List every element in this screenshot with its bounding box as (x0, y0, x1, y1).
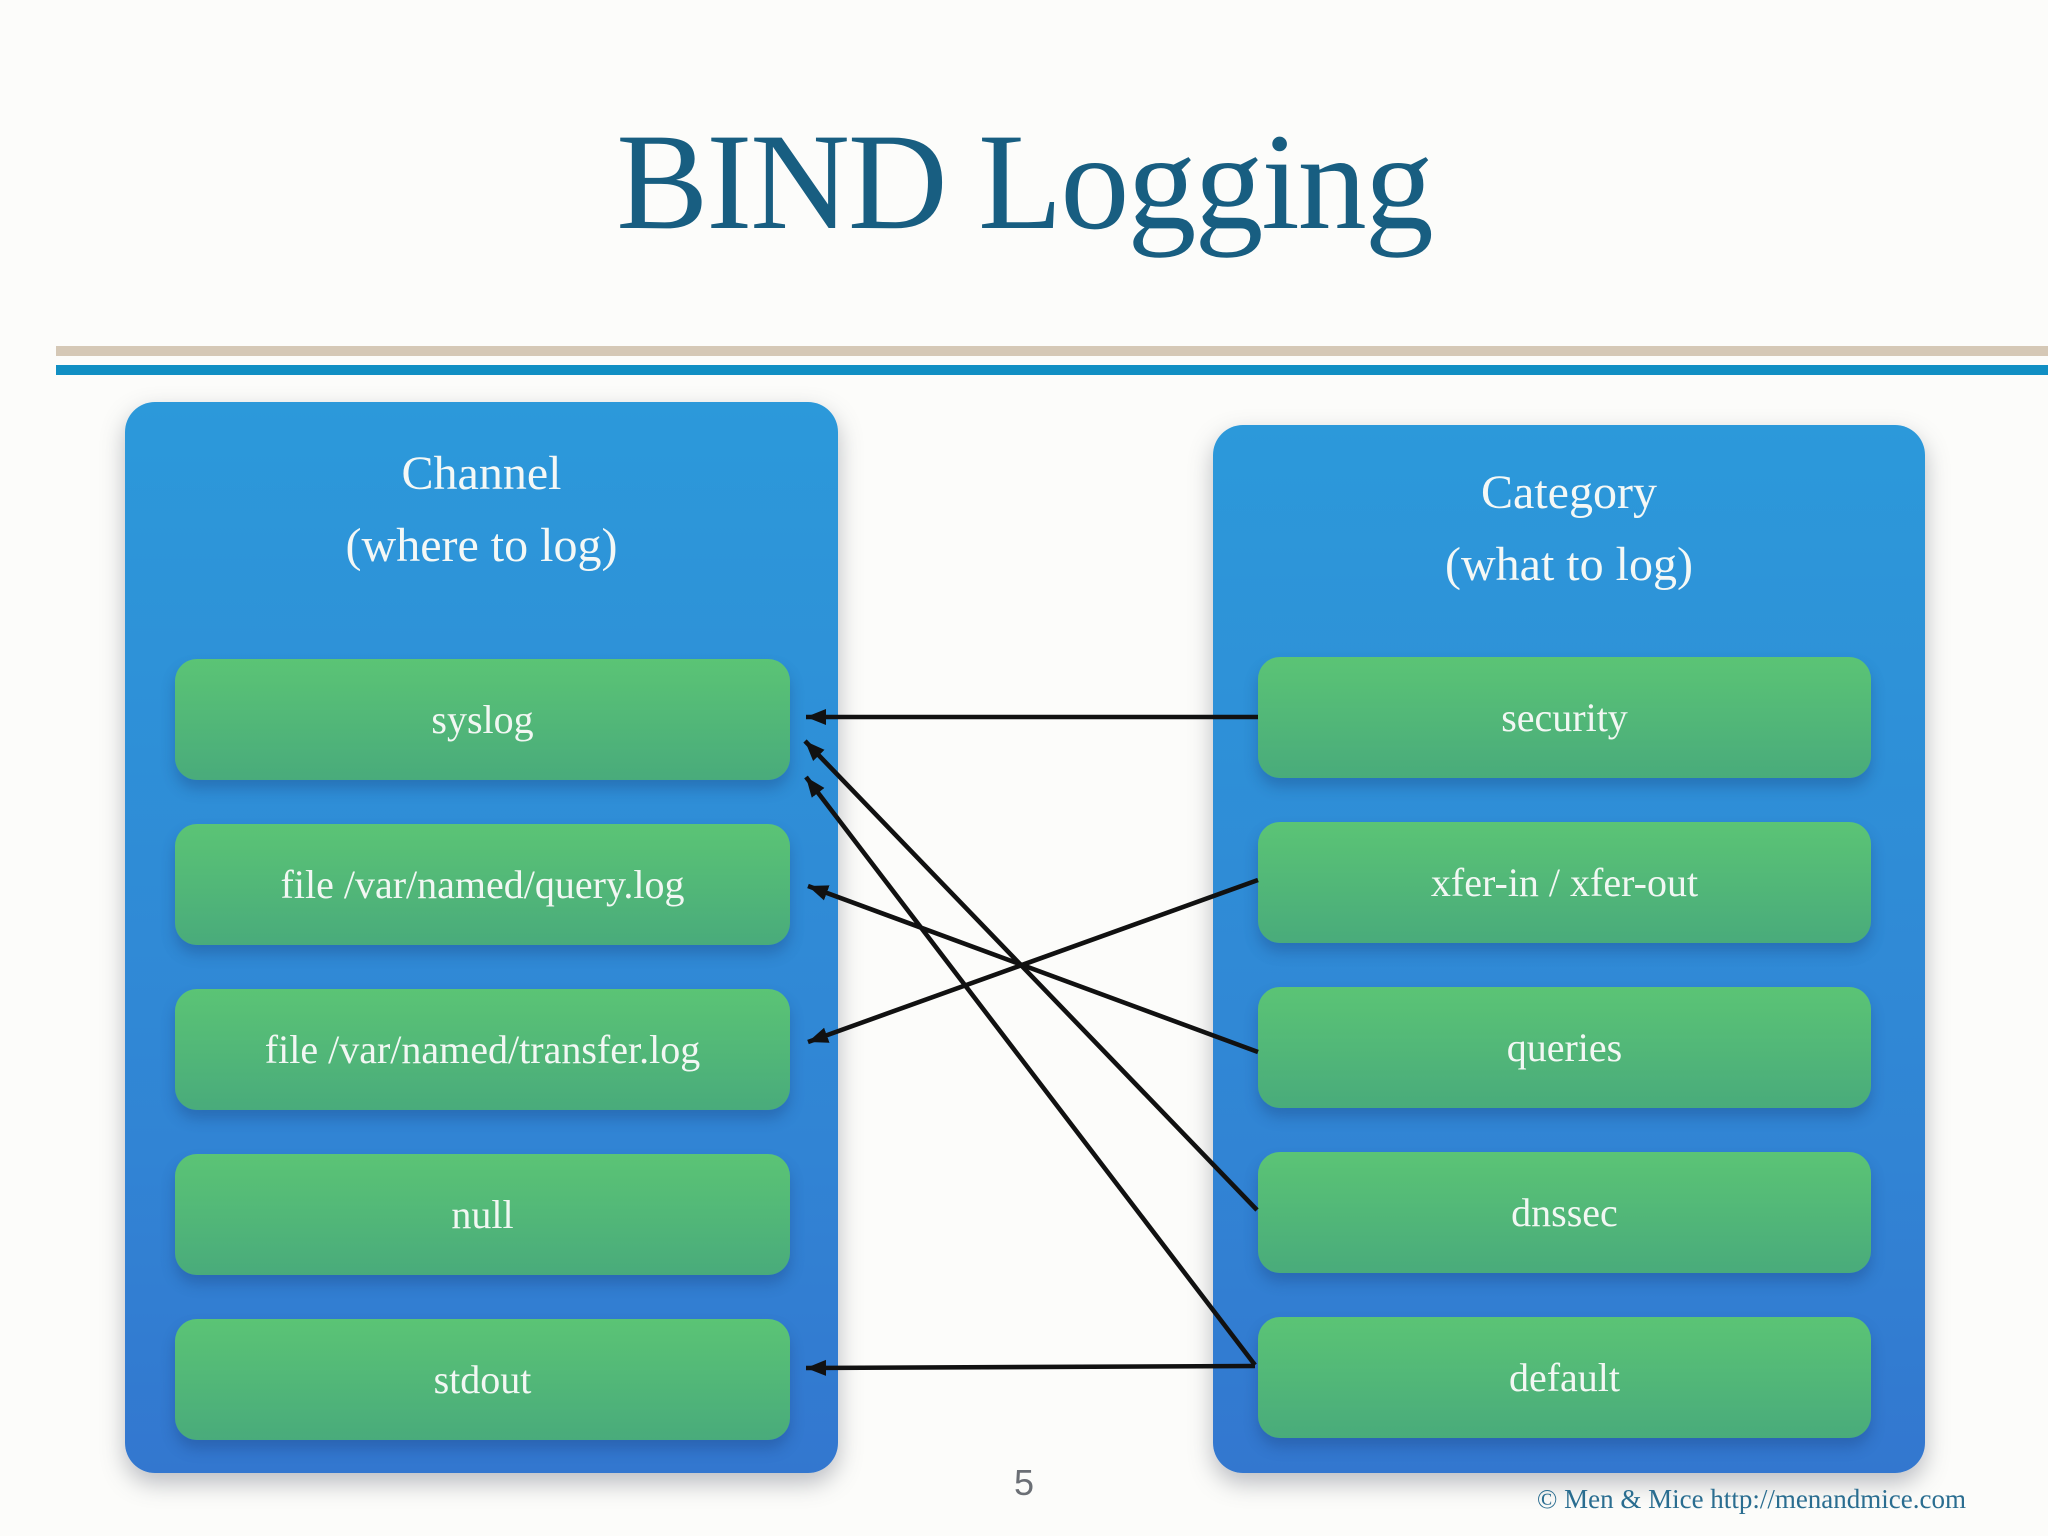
channel-pill-stdout: stdout (175, 1319, 790, 1440)
category-panel: Category (what to log) security xfer-in … (1213, 425, 1925, 1473)
separator-rule-tan (56, 346, 2048, 356)
category-panel-title-line2: (what to log) (1445, 538, 1693, 591)
channel-panel: Channel (where to log) syslog file /var/… (125, 402, 838, 1473)
arrow-default-to-syslog (804, 775, 1257, 1367)
channel-pill-query-log: file /var/named/query.log (175, 824, 790, 945)
category-pill-queries: queries (1258, 987, 1871, 1108)
category-pill-security: security (1258, 657, 1871, 778)
slide-title: BIND Logging (616, 105, 1433, 258)
category-pill-xfer: xfer-in / xfer-out (1258, 822, 1871, 943)
page-number: 5 (1013, 1462, 1035, 1503)
category-pill-dnssec: dnssec (1258, 1152, 1871, 1273)
category-panel-title-line1: Category (1481, 466, 1657, 519)
channel-pill-null: null (175, 1154, 790, 1275)
arrow-xfer-in-xfer-out-to-file-var-named-transfer-log (807, 877, 1259, 1045)
footer-copyright: © Men & Mice http://menandmice.com (1536, 1484, 1966, 1514)
channel-panel-title-line2: (where to log) (345, 519, 618, 572)
channel-panel-title-line1: Channel (401, 447, 562, 500)
arrow-default-to-stdout (805, 1359, 1256, 1376)
channel-pill-syslog: syslog (175, 659, 790, 780)
category-pill-default: default (1258, 1317, 1871, 1438)
category-panel-title: Category (what to log) (1213, 457, 1925, 601)
separator-rule-blue (56, 365, 2048, 375)
arrow-queries-to-file-var-named-query-log (807, 883, 1259, 1055)
arrow-dnssec-to-syslog (803, 739, 1259, 1212)
channel-panel-title: Channel (where to log) (125, 438, 838, 582)
channel-pill-transfer-log: file /var/named/transfer.log (175, 989, 790, 1110)
